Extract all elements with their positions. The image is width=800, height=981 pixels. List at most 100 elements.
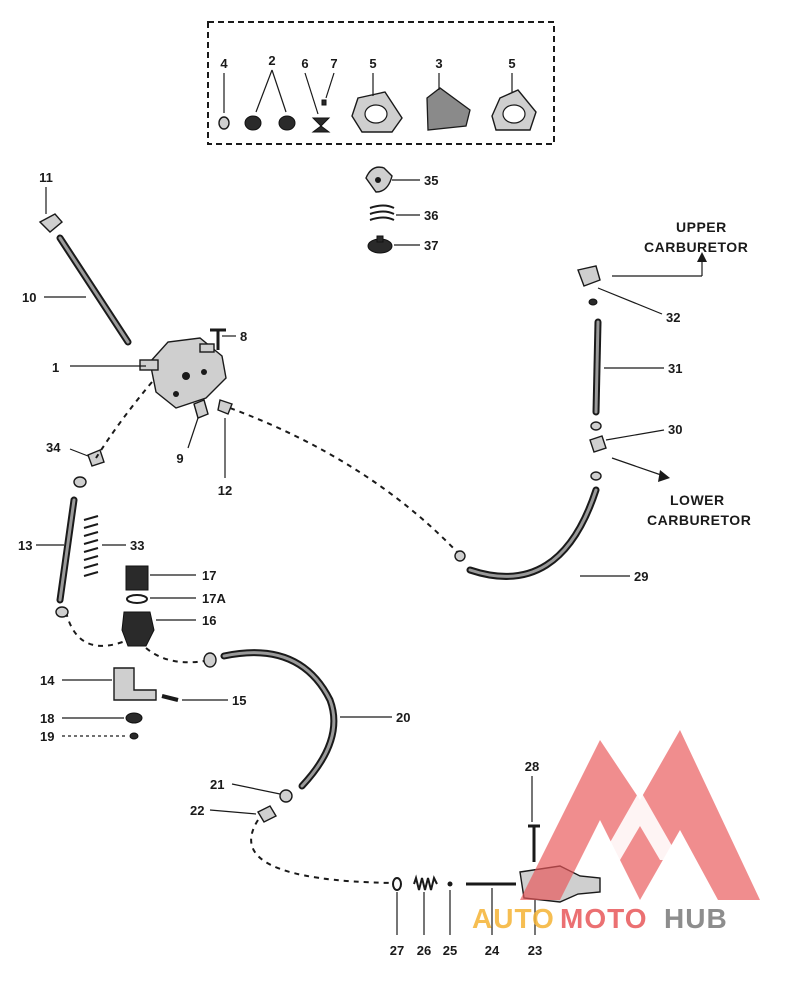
part-31-hose-inner [594, 320, 600, 414]
part-13-clamp [55, 606, 69, 618]
part-15-screw [161, 694, 179, 702]
part-20-clamp [203, 652, 217, 668]
watermark-logo-inner [600, 790, 680, 860]
leader-30 [605, 429, 665, 441]
callout-11: 11 [39, 170, 53, 185]
flow-line-13-to-16 [65, 611, 129, 647]
callout-1: 1 [52, 360, 59, 375]
callout-21: 21 [210, 777, 224, 792]
upper-carb-label-1: UPPER [676, 219, 727, 235]
part-17-screen [125, 565, 149, 591]
callout-14: 14 [40, 673, 55, 688]
callout-12: 12 [218, 483, 232, 498]
callout-35: 35 [424, 173, 438, 188]
lower-carb-arrowhead [658, 470, 670, 482]
callout-34: 34 [46, 440, 61, 455]
callout-17: 17 [202, 568, 216, 583]
flow-line-pump-to-29 [229, 407, 461, 556]
upper-carb-label-2: CARBURETOR [644, 239, 748, 255]
callout-27: 27 [390, 943, 404, 958]
part-9-fitting [193, 399, 209, 419]
callout-18: 18 [40, 711, 54, 726]
part-13-hose-inner [58, 498, 76, 602]
callout-29: 29 [634, 569, 648, 584]
parts-35-37 [365, 166, 395, 254]
kit-callout-2: 2 [268, 53, 275, 68]
watermark-text-moto: MOTO [560, 903, 647, 934]
leader-34 [69, 448, 89, 457]
part-32-ring [588, 298, 598, 306]
callout-23: 23 [528, 943, 542, 958]
part-11-elbow [38, 213, 63, 233]
part-30-clamp [590, 421, 602, 431]
part-27-o-ring [392, 877, 402, 891]
part-ring-34 [73, 476, 87, 488]
callout-24: 24 [485, 943, 500, 958]
part-37-stem [376, 235, 384, 243]
callout-25: 25 [443, 943, 457, 958]
kit-callout-7: 7 [330, 56, 337, 71]
callout-31: 31 [668, 361, 682, 376]
callout-32: 32 [666, 310, 680, 325]
part-25-ball [447, 881, 453, 887]
leader-2a [255, 69, 273, 113]
part-20-hose-inner [222, 651, 336, 788]
part-35-hole [375, 177, 381, 183]
part-18-washer [125, 712, 143, 724]
leader-9 [187, 417, 199, 449]
callout-36: 36 [424, 208, 438, 223]
callout-16: 16 [202, 613, 216, 628]
part-3-diaphragm [426, 87, 471, 131]
kit-callout-4: 4 [220, 56, 228, 71]
part-19-nut [129, 732, 139, 740]
watermark-text-hub: HUB [664, 903, 728, 934]
lower-carb-arrow-line [611, 457, 665, 477]
callout-33: 33 [130, 538, 144, 553]
leader-22 [209, 809, 257, 815]
part-22-fitting [257, 805, 277, 823]
callout-8: 8 [240, 329, 247, 344]
flow-line-16-to-20 [145, 647, 211, 664]
kit-callout-5b: 5 [508, 56, 515, 71]
part-6-retainer [311, 117, 331, 133]
callout-9: 9 [176, 451, 183, 466]
callout-15: 15 [232, 693, 246, 708]
automotohub-watermark: AUTO MOTO HUB [472, 730, 760, 934]
callout-37: 37 [424, 238, 438, 253]
part-2-valve-b [278, 115, 296, 131]
callout-19: 19 [40, 729, 54, 744]
part-26-spring [413, 874, 438, 891]
part-17a-ring [126, 594, 148, 604]
part-7-screw [321, 99, 327, 106]
part-10-hose-inner [58, 236, 130, 344]
lower-carb-label-2: CARBURETOR [647, 512, 751, 528]
leader-7 [325, 72, 335, 99]
leader-2b [271, 69, 287, 113]
gasket-b-hole [502, 104, 526, 124]
flow-line-22-to-27 [250, 819, 393, 884]
part-32-fitting [577, 265, 601, 287]
callout-28: 28 [525, 759, 539, 774]
callout-13: 13 [18, 538, 32, 553]
part-29-hose-inner [468, 488, 598, 578]
upper-carb-arrowhead [697, 252, 707, 262]
repair-kit-box [207, 21, 555, 145]
part-21-clamp [279, 789, 293, 803]
kit-callout-6: 6 [301, 56, 308, 71]
part-16-filter-body [121, 611, 155, 647]
gasket-a-hole [364, 104, 388, 124]
callout-30: 30 [668, 422, 682, 437]
lower-carb-label-1: LOWER [670, 492, 725, 508]
part-14-bracket [113, 667, 157, 701]
part-8-screw [210, 328, 226, 350]
part-28-screw [528, 824, 540, 862]
flow-line-pump-to-34 [95, 381, 153, 459]
part-30-ring [590, 471, 602, 481]
part-1-fuel-pump [139, 337, 227, 409]
part-4-o-ring [218, 116, 230, 130]
callout-20: 20 [396, 710, 410, 725]
callout-26: 26 [417, 943, 431, 958]
watermark-text-auto: AUTO [472, 903, 555, 934]
